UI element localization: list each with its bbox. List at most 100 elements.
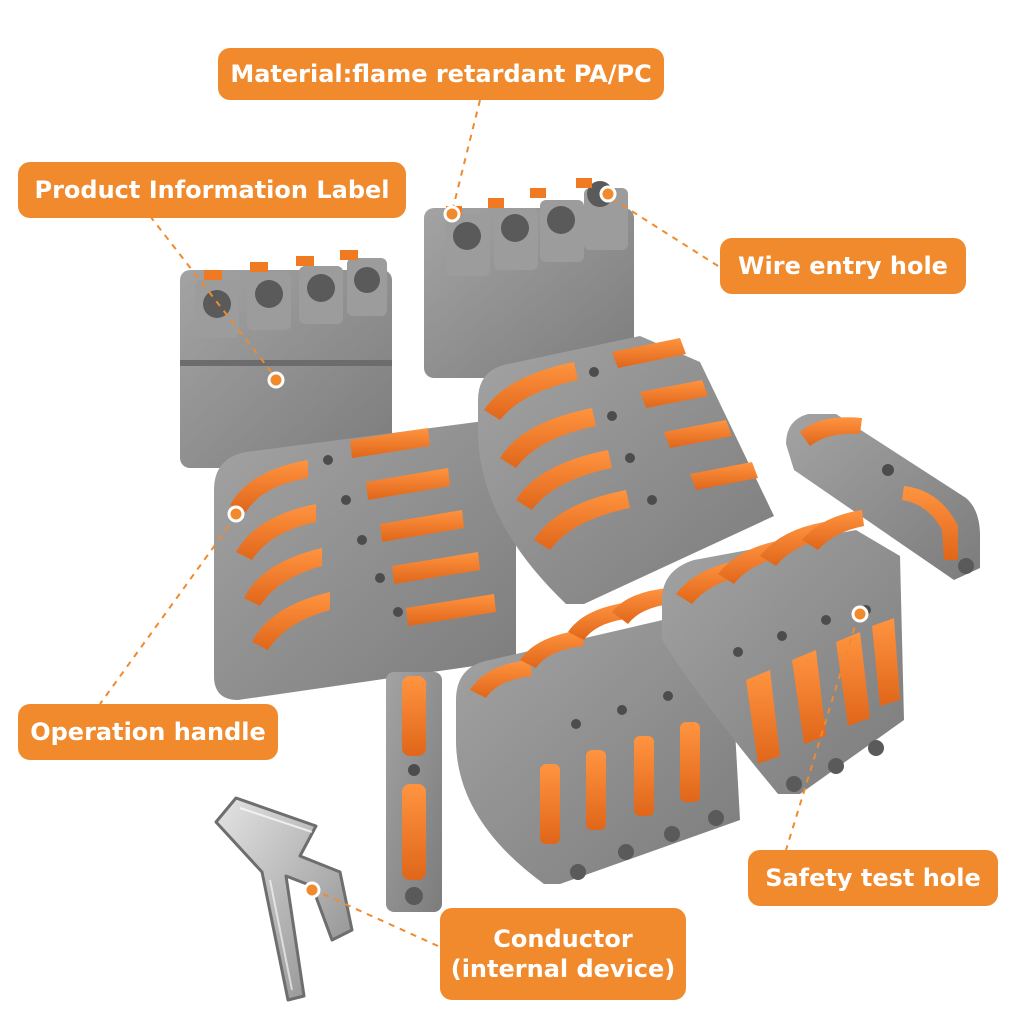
leader-label — [149, 215, 277, 379]
lever-icon — [350, 428, 430, 458]
connector-body — [786, 414, 980, 580]
connector-single-standing — [386, 672, 442, 912]
lever-icon — [792, 650, 826, 744]
leader-material — [451, 99, 481, 213]
connector-body — [214, 420, 516, 700]
wire-hole-icon — [501, 214, 529, 242]
lever-icon — [746, 670, 780, 764]
test-hole-icon — [607, 411, 617, 421]
test-hole-icon — [357, 535, 367, 545]
lever-icon — [612, 588, 670, 624]
callout-operation-handle-text: Operation handle — [30, 718, 266, 746]
lever-icon — [680, 722, 700, 802]
test-hole-icon — [733, 647, 743, 657]
lever-icon — [392, 552, 480, 584]
leader-safety — [785, 615, 859, 851]
lever-icon — [484, 362, 578, 420]
leader-conductor — [313, 889, 439, 947]
wire-hole-icon — [405, 887, 423, 905]
test-hole-icon — [617, 705, 627, 715]
callout-material-text: Material:flame retardant PA/PC — [230, 60, 652, 88]
lever-icon — [380, 510, 464, 542]
lever-icon — [690, 462, 758, 490]
wire-hole-icon — [786, 776, 802, 792]
lever-icon — [586, 750, 606, 830]
callout-wire-entry: Wire entry hole — [720, 238, 966, 294]
wire-hole-icon — [307, 274, 335, 302]
callout-conductor-line2: (internal device) — [450, 955, 676, 983]
wire-hole-icon — [547, 206, 575, 234]
connector-block-top-left — [180, 250, 392, 468]
lever-icon — [230, 460, 308, 512]
test-hole-icon — [647, 495, 657, 505]
lever-icon — [872, 618, 900, 706]
lever-row-left — [230, 460, 330, 650]
test-hole-icon — [341, 495, 351, 505]
lever-icon — [244, 548, 322, 606]
callout-operation-handle: Operation handle — [18, 704, 278, 760]
lever-icon — [500, 408, 596, 468]
connector-block-middle-right — [478, 336, 774, 604]
lever-icon — [612, 338, 686, 368]
test-hole-icon — [393, 607, 403, 617]
callout-dot-icon — [227, 505, 245, 523]
callout-dot-icon — [851, 605, 869, 623]
callout-dot-icon — [599, 185, 617, 203]
wire-hole-icon — [664, 826, 680, 842]
lever-row-right — [350, 428, 496, 626]
test-hole-icon — [375, 573, 385, 583]
callout-safety-test: Safety test hole — [748, 850, 998, 906]
lever-icon — [634, 736, 654, 816]
callout-conductor-line1: Conductor — [493, 925, 633, 953]
lever-icon — [402, 676, 426, 756]
lever-icon — [236, 504, 316, 560]
divider-line — [180, 360, 392, 366]
leader-handle — [99, 515, 237, 705]
lever-icon — [534, 490, 630, 550]
lever-icon — [366, 468, 450, 500]
connector-block-bottom-right — [662, 510, 904, 794]
connector-block-top-right — [424, 178, 634, 378]
connector-body — [662, 530, 904, 794]
wire-hole-icon — [354, 267, 380, 293]
lever-icon — [252, 592, 330, 650]
callout-dot-icon — [267, 371, 285, 389]
wire-entry-row — [446, 181, 628, 276]
callout-product-label-text: Product Information Label — [34, 176, 390, 204]
wire-hole-icon — [453, 222, 481, 250]
lever-icon — [402, 784, 426, 880]
callout-conductor: Conductor (internal device) — [440, 908, 686, 1000]
lever-icon — [406, 594, 496, 626]
test-hole-icon — [663, 691, 673, 701]
wire-hole-icon — [618, 844, 634, 860]
test-hole-icon — [571, 719, 581, 729]
lever-icon — [540, 764, 560, 844]
test-hole-icon — [882, 464, 894, 476]
lever-icon — [516, 450, 612, 510]
lever-icon — [902, 486, 958, 560]
test-hole-icon — [323, 455, 333, 465]
test-hole-icon — [821, 615, 831, 625]
wire-hole-icon — [958, 558, 974, 574]
test-hole-icon — [625, 453, 635, 463]
test-hole-icon — [589, 367, 599, 377]
wire-hole-icon — [828, 758, 844, 774]
lever-icon — [664, 420, 732, 448]
conductor-clip-icon — [214, 796, 354, 1002]
lever-icon — [640, 380, 708, 408]
lever-icon — [520, 630, 584, 668]
callout-product-label: Product Information Label — [18, 162, 406, 218]
wire-hole-icon — [255, 280, 283, 308]
wire-hole-icon — [570, 864, 586, 880]
lever-icon — [802, 510, 864, 550]
leader-lines — [99, 99, 859, 947]
test-hole-icon — [408, 764, 420, 776]
leader-wire — [607, 195, 719, 267]
callout-dot-icon — [443, 205, 461, 223]
callout-dot-icon — [303, 881, 321, 899]
callout-wire-entry-text: Wire entry hole — [738, 252, 948, 280]
lever-icon — [470, 660, 532, 698]
callout-dots — [227, 185, 869, 899]
